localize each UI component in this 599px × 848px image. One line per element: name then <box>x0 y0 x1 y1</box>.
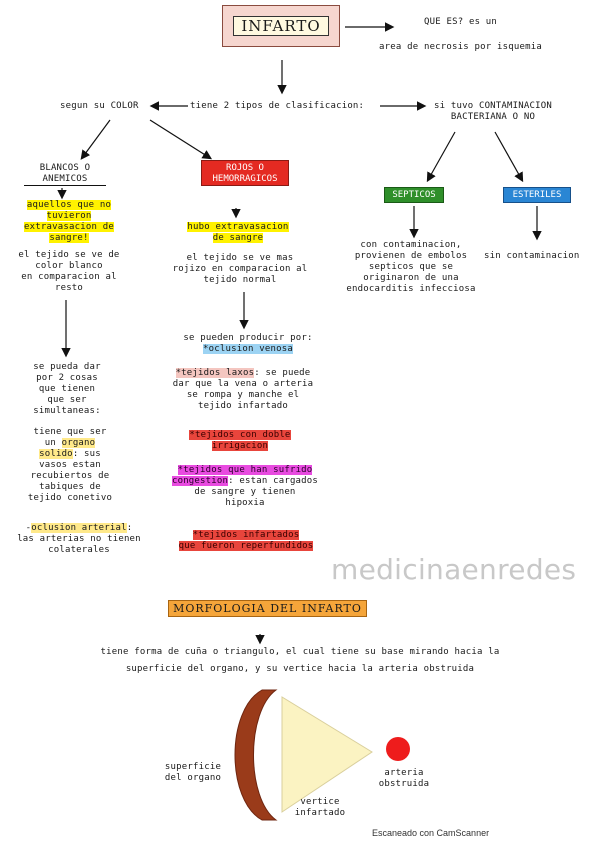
arrow-to-esteriles <box>494 131 524 183</box>
blancos-organ: tiene que ser un organo solido: sus vaso… <box>27 427 113 503</box>
diagram-surface-label: superficie del organo <box>164 762 222 783</box>
definition-answer: area de necrosis por isquemia <box>379 42 542 52</box>
blancos-arterial: -oclusion arterial: las arterias no tien… <box>17 523 141 555</box>
rojos-label: ROJOS O HEMORRAGICOS <box>201 160 289 186</box>
arrow-to-septicos <box>426 131 456 183</box>
rojos-laxos: *tejidos laxos: se puede dar que la vena… <box>172 368 314 411</box>
septicos-label: SEPTICOS <box>384 187 444 203</box>
watermark: medicinaenredes <box>331 553 577 586</box>
rojos-causes: se pueden producir por: *oclusion venosa <box>183 333 313 354</box>
morfologia-desc: tiene forma de cuña o triangulo, el cual… <box>100 647 500 674</box>
arrow-to-blancos <box>80 119 111 160</box>
morfologia-title: MORFOLOGIA DEL INFARTO <box>168 600 367 617</box>
rojos-desc: el tejido se ve mas rojizo en comparacio… <box>172 253 308 285</box>
scanner-credit: Escaneado con CamScanner <box>372 828 490 838</box>
diagram-vertex-label: vertice infartado <box>294 797 346 818</box>
obstructed-artery-shape <box>386 737 410 761</box>
esteriles-desc: sin contaminacion <box>484 251 580 261</box>
classification-by-color: segun su COLOR <box>60 101 139 111</box>
blancos-occur: se pueda dar por 2 cosas que tienen que … <box>33 362 101 416</box>
septicos-desc: con contaminacion, provienen de embolos … <box>346 240 476 294</box>
blancos-highlight: aquellos que no tuvieron extravasacion d… <box>24 200 114 243</box>
page-title: INFARTO <box>233 16 329 36</box>
esteriles-label: ESTERILES <box>503 187 571 203</box>
blancos-desc: el tejido se ve de color blanco en compa… <box>18 250 120 293</box>
classification-by-contamination: si tuvo CONTAMINACION BACTERIANA O NO <box>434 101 552 122</box>
rojos-congestion: *tejidos que han sufrido congestion: est… <box>171 465 319 508</box>
rojos-doble: *tejidos con doble irrigacion <box>189 430 291 451</box>
diagram-artery-label: arteria obstruida <box>378 768 430 789</box>
organ-surface-shape <box>234 689 278 821</box>
infarct-wedge-shape <box>281 696 373 813</box>
rojos-highlight: hubo extravasacion de sangre <box>187 222 289 243</box>
rojos-reperfun: *tejidos infartados que fueron reperfund… <box>178 530 314 551</box>
arrow-to-rojos <box>149 119 213 160</box>
definition-question: QUE ES? es un <box>424 17 498 27</box>
classification-intro: tiene 2 tipos de clasificacion: <box>190 101 365 111</box>
blancos-label: BLANCOS O ANEMICOS <box>24 163 106 186</box>
title-box: INFARTO <box>222 5 340 47</box>
